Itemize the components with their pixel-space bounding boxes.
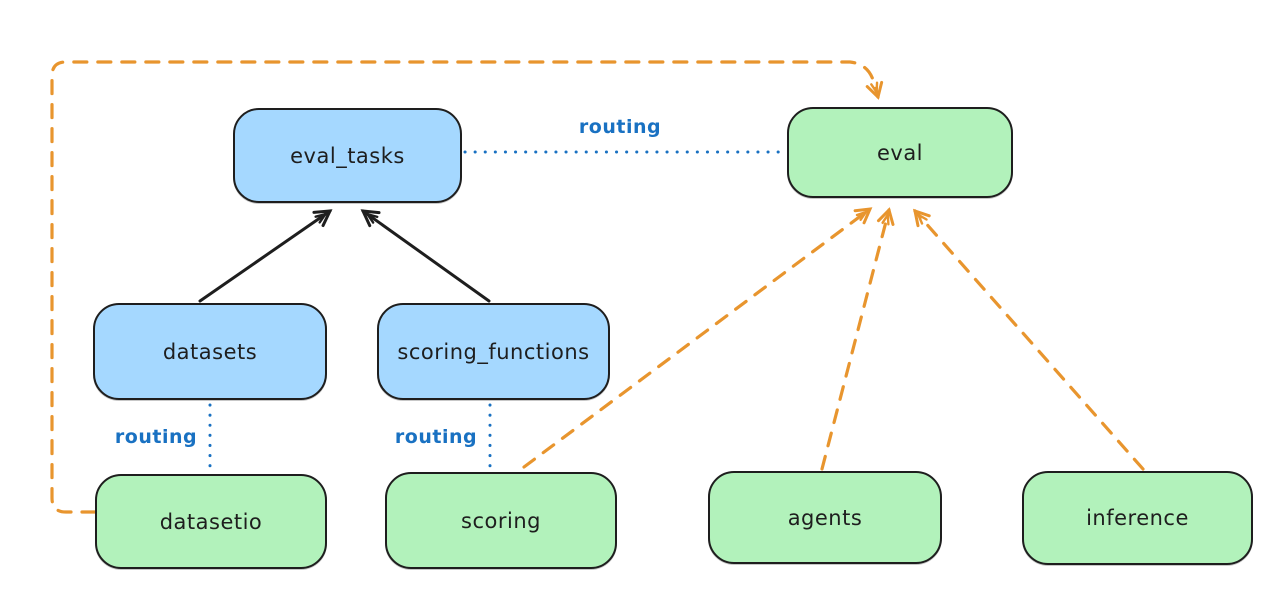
node-eval-tasks: eval_tasks [233, 108, 462, 203]
node-inference: inference [1022, 471, 1253, 565]
node-inference-label: inference [1086, 506, 1189, 530]
node-scoring: scoring [385, 472, 617, 569]
node-datasets-label: datasets [162, 339, 258, 364]
node-eval-label: eval [876, 140, 924, 165]
node-datasetio-label: datasetio [159, 509, 263, 534]
node-scoring-functions: scoring_functions [377, 303, 610, 400]
edge-scoring-functions-to-eval-tasks [360, 209, 491, 303]
routing-label-datasets-datasetio: routing [114, 426, 198, 448]
edge-datasets-to-eval-tasks [198, 209, 333, 303]
edge-agents-to-eval [820, 207, 895, 471]
routing-label-eval-tasks-eval: routing [578, 116, 662, 138]
node-agents: agents [708, 471, 942, 564]
routing-label-scoring-functions-scoring: routing [394, 426, 478, 448]
node-scoring-label: scoring [461, 508, 541, 533]
node-agents-label: agents [787, 505, 863, 530]
edge-inference-to-eval [913, 208, 1145, 471]
node-eval-tasks-label: eval_tasks [290, 143, 405, 168]
node-scoring-functions-label: scoring_functions [397, 339, 590, 364]
node-eval: eval [787, 107, 1013, 198]
node-datasets: datasets [93, 303, 327, 400]
node-datasetio: datasetio [95, 474, 327, 569]
